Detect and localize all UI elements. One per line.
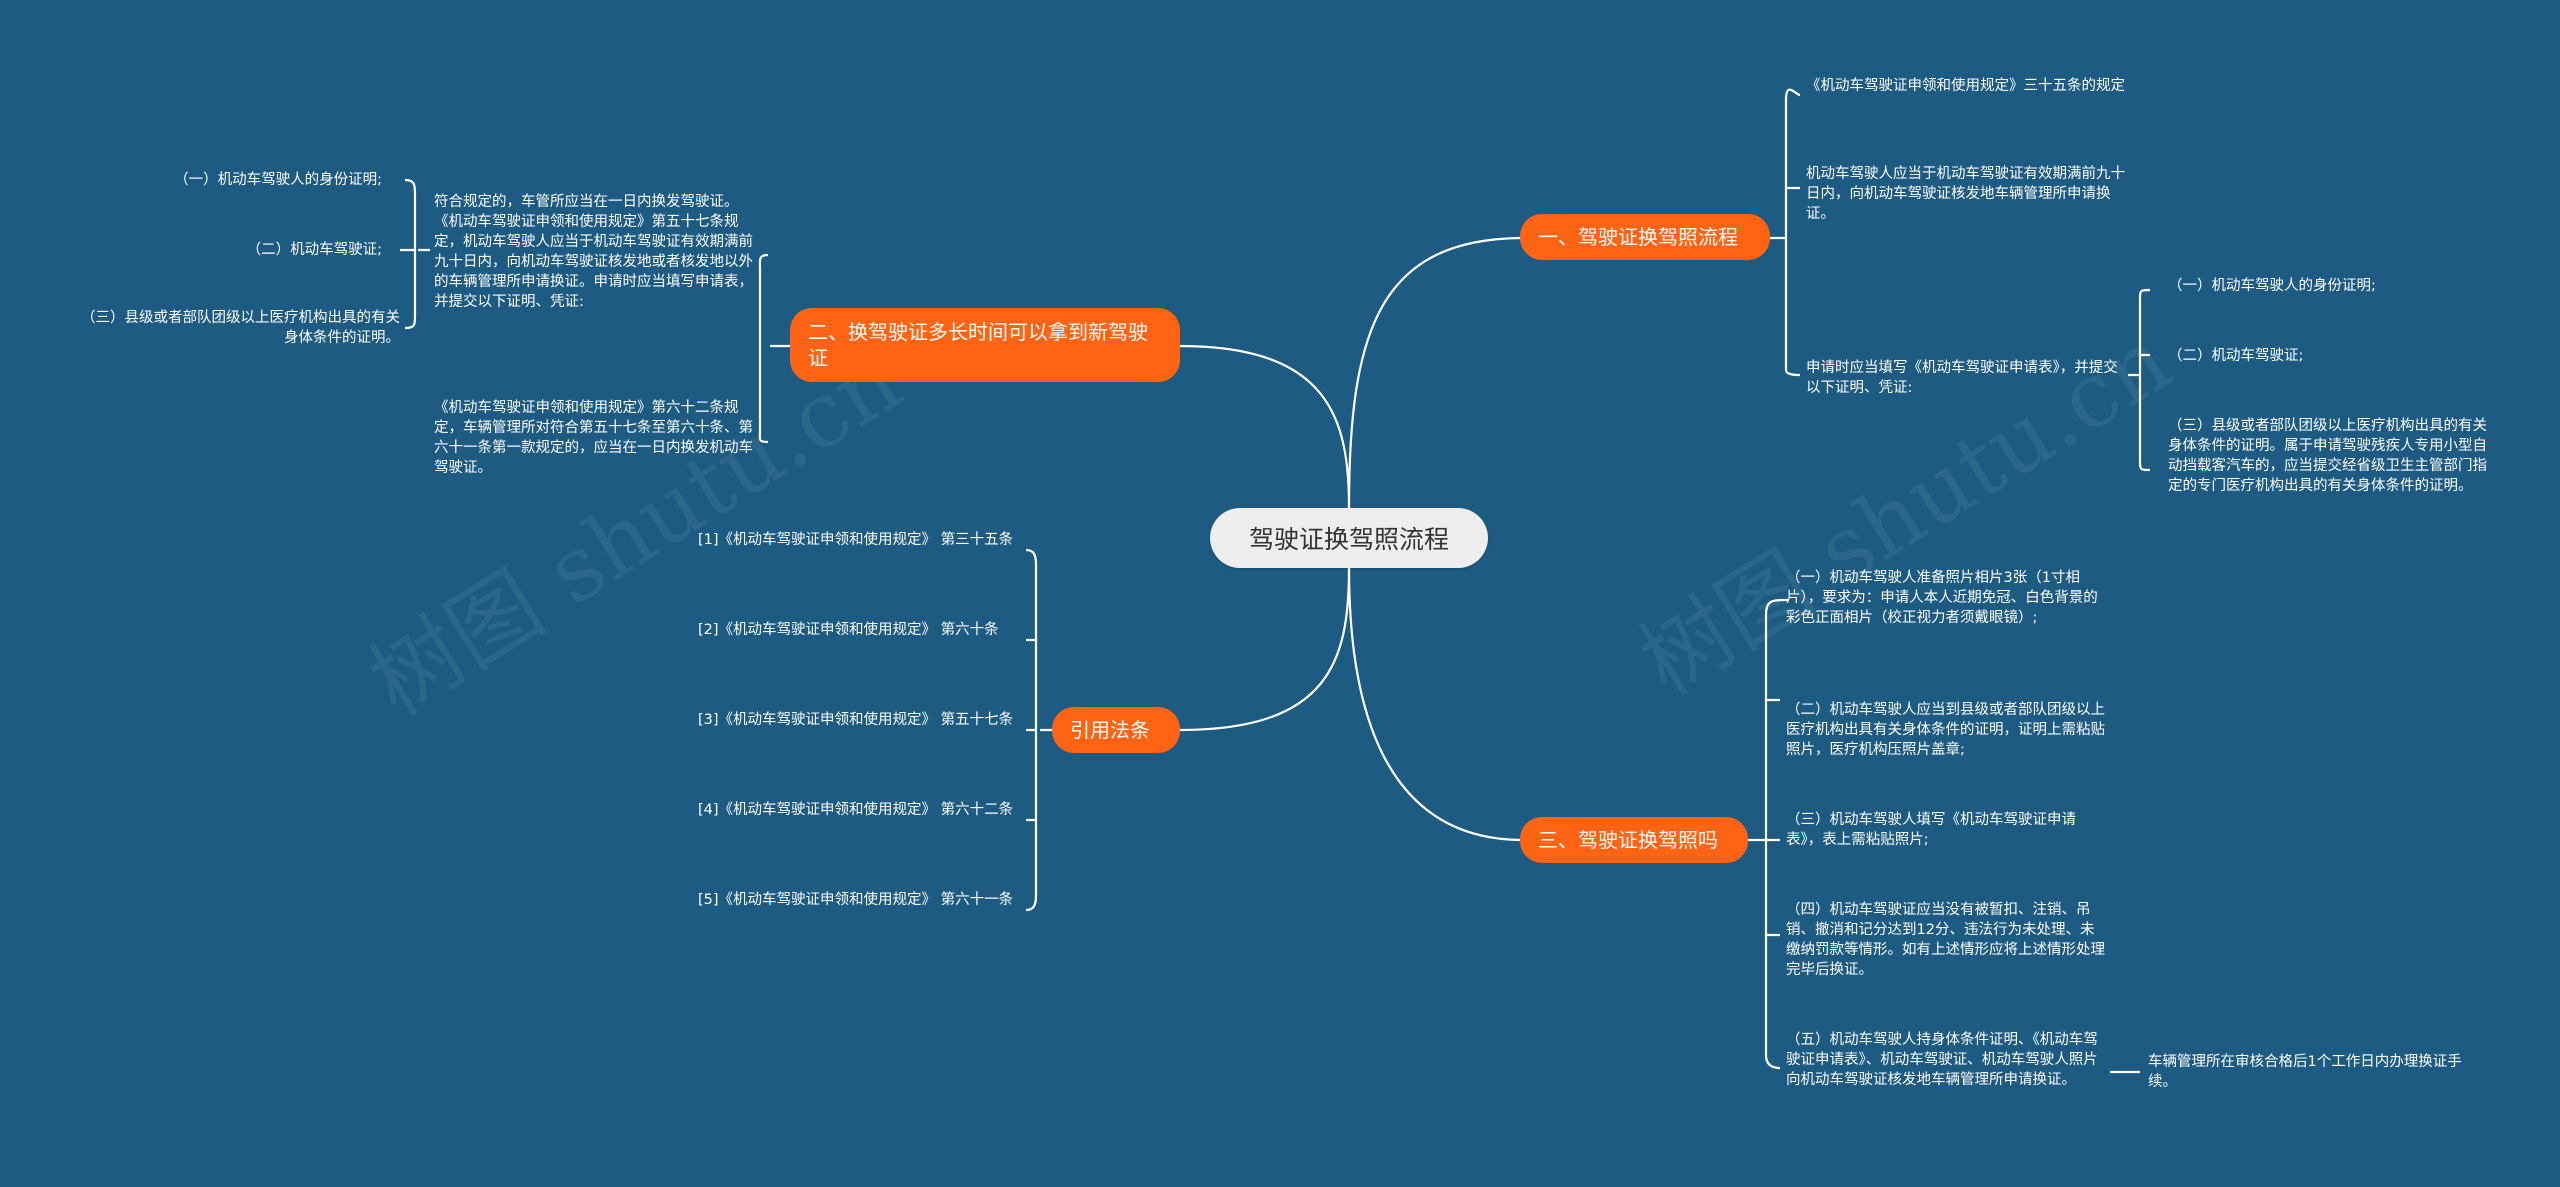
list-item: 机动车驾驶人应当于机动车驾驶证有效期满前九十日内，向机动车驾驶证核发地车辆管理所… [1806,166,2125,222]
list-item: （一）机动车驾驶人准备照片相片3张（1寸相片），要求为：申请人本人近期免冠、白色… [1786,570,2098,626]
list-item: （一）机动车驾驶人的身份证明; [174,172,382,188]
list-item: （三）县级或者部队团级以上医疗机构出具的有关身体条件的证明。 [81,310,400,346]
list-item: （三）机动车驾驶人填写《机动车驾驶证申请表》，表上需粘贴照片; [1786,812,2076,848]
bracket-b1-sub [2128,288,2151,472]
bracket-b4 [1025,548,1052,912]
connector-root-b2 [1179,344,1351,509]
list-item: 《机动车驾驶证申领和使用规定》第六十二条规定，车辆管理所对符合第五十七条至第六十… [434,400,753,476]
list-item: （四）机动车驾驶证应当没有被暂扣、注销、吊销、撤消和记分达到12分、违法行为未处… [1786,902,2105,978]
connector-root-b4 [1179,567,1351,732]
bracket-b1 [1770,88,1801,377]
list-item: [3]《机动车驾驶证申领和使用规定》 第五十七条 [698,712,1014,728]
list-item: [5]《机动车驾驶证申领和使用规定》 第六十一条 [698,892,1014,908]
list-item: [1]《机动车驾驶证申领和使用规定》 第三十五条 [698,532,1014,548]
list-item: 车辆管理所在审核合格后1个工作日内办理换证手续。 [2148,1054,2462,1090]
list-item: 符合规定的，车管所应当在一日内换发驾驶证。《机动车驾驶证申领和使用规定》第五十七… [434,194,753,310]
bracket-b2-sub [400,178,430,330]
topic-new-license-time[interactable]: 二、换驾驶证多长时间可以拿到新驾驶证 [790,308,1180,382]
list-item: （五）机动车驾驶人持身体条件证明、《机动车驾驶证申请表》、机动车驾驶证、机动车驾… [1786,1032,2098,1088]
list-item: （二）机动车驾驶人应当到县级或者部队团级以上医疗机构出具有关身体条件的证明，证明… [1786,702,2105,758]
list-item: （二）机动车驾驶证; [246,242,382,258]
topic-cited-regulations[interactable]: 引用法条 [1052,707,1180,753]
list-item: 申请时应当填写《机动车驾驶证申请表》，并提交以下证明、凭证: [1806,360,2118,396]
list-item: （三）县级或者部队团级以上医疗机构出具的有关身体条件的证明。属于申请驾驶残疾人专… [2168,418,2487,494]
list-item: [4]《机动车驾驶证申领和使用规定》 第六十二条 [698,802,1014,818]
root-node[interactable]: 驾驶证换驾照流程 [1210,508,1488,568]
bracket-b3 [1748,598,1789,1070]
connector-root-b3 [1347,567,1521,842]
list-item: [2]《机动车驾驶证申领和使用规定》 第六十条 [698,622,999,638]
topic-license-exchange[interactable]: 三、驾驶证换驾照吗 [1520,817,1748,863]
bracket-b2 [758,253,790,444]
list-item: （二）机动车驾驶证; [2168,348,2304,364]
topic-drive-license-renewal-process[interactable]: 一、驾驶证换驾照流程 [1520,214,1770,260]
connector-root-b1 [1347,236,1521,509]
list-item: 《机动车驾驶证申领和使用规定》三十五条的规定 [1806,78,2125,94]
list-item: （一）机动车驾驶人的身份证明; [2168,278,2376,294]
